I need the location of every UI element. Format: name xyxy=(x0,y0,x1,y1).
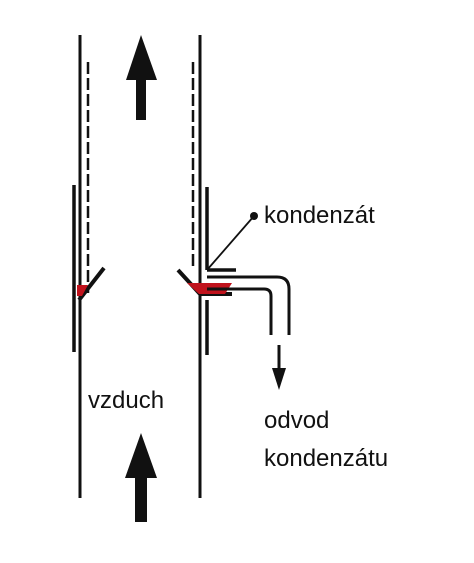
airflow-arrow-bottom xyxy=(125,433,157,522)
drain-pipe-inner xyxy=(207,287,273,335)
drain-label-line2: kondenzátu xyxy=(264,445,388,472)
right-pipe-wall xyxy=(176,35,232,498)
air-label: vzduch xyxy=(88,387,164,414)
drain-label-line1: odvod xyxy=(264,407,329,434)
callout-leader-line xyxy=(206,215,255,271)
down-arrow-icon xyxy=(272,345,286,390)
condensate-drain-pipe xyxy=(207,268,291,335)
left-collar xyxy=(77,266,106,302)
left-condensate-pool xyxy=(77,285,88,296)
dot-icon xyxy=(250,212,258,220)
up-arrow-icon xyxy=(125,35,157,522)
airflow-arrow-top xyxy=(126,35,157,120)
drain-pipe-outer xyxy=(207,275,291,335)
left-pipe-wall xyxy=(72,35,106,498)
condensate-label: kondenzát xyxy=(264,202,375,229)
